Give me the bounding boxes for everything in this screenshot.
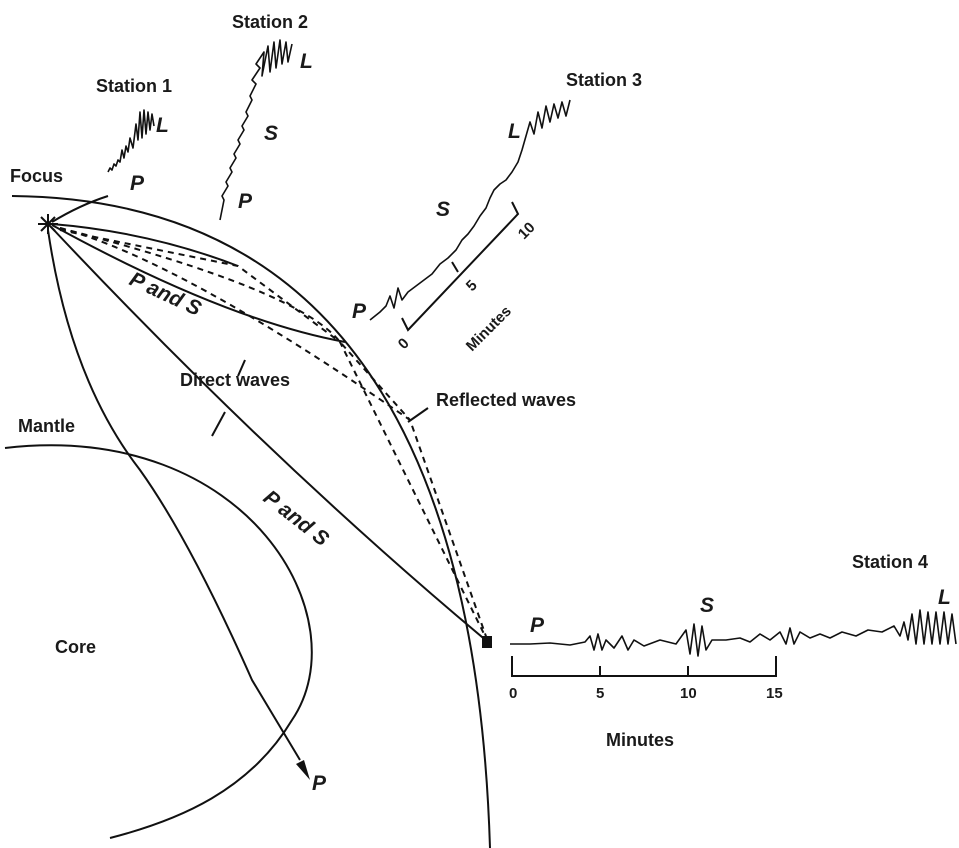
p-and-s-upper-label: P and S xyxy=(126,268,205,321)
core-ray-arrowhead xyxy=(296,760,310,780)
earth-surface xyxy=(11,195,491,848)
station4-receiver-marker xyxy=(482,636,492,648)
station4-minutes-label: Minutes xyxy=(606,730,674,750)
station3-name: Station 3 xyxy=(566,70,642,90)
station1-name: Station 1 xyxy=(96,76,172,96)
direct-waves-pointer-lower xyxy=(211,411,226,437)
station4-time-axis xyxy=(511,656,777,677)
station4-seismogram xyxy=(510,609,957,657)
station3-s-label: S xyxy=(436,198,450,221)
station1-l-label: L xyxy=(156,114,169,137)
station2-seismogram xyxy=(219,39,293,221)
station3-minutes-label: Minutes xyxy=(463,303,515,355)
reflected-ray-1 xyxy=(59,229,489,643)
direct-ray-station1 xyxy=(51,195,109,223)
station3-seismogram xyxy=(369,99,571,321)
station3-tick-10: 10 xyxy=(515,219,539,243)
mantle-label: Mantle xyxy=(18,416,75,436)
station3-tick-5: 5 xyxy=(463,277,481,295)
station3-p-label: P xyxy=(352,300,367,323)
station2-p-label: P xyxy=(238,190,253,213)
station4-tick-0: 0 xyxy=(509,685,517,702)
station4-name: Station 4 xyxy=(852,552,928,572)
station3-time-axis xyxy=(401,201,520,332)
direct-ray-station3 xyxy=(51,224,346,343)
direct-waves-pointer-upper xyxy=(237,359,246,377)
station4-p-label: P xyxy=(530,614,545,637)
direct-ray-station4 xyxy=(51,227,489,643)
core-label: Core xyxy=(55,637,96,657)
station4-s-label: S xyxy=(700,594,714,617)
direct-ray-station2 xyxy=(51,223,239,267)
reflected-ray-2 xyxy=(59,227,489,643)
focus-label: Focus xyxy=(10,166,63,186)
core-ray xyxy=(47,229,301,761)
station3-tick-0: 0 xyxy=(395,335,413,353)
reflected-waves-label: Reflected waves xyxy=(436,390,576,410)
station4-tick-10: 10 xyxy=(680,685,697,702)
station3-l-label: L xyxy=(508,120,521,143)
station4-tick-5: 5 xyxy=(596,685,604,702)
core-p-label: P xyxy=(312,772,327,795)
station4-l-label: L xyxy=(938,586,951,609)
station2-l-label: L xyxy=(300,50,313,73)
core-boundary xyxy=(4,444,313,839)
station1-seismogram xyxy=(107,109,155,173)
station1-p-label: P xyxy=(130,172,145,195)
station2-name: Station 2 xyxy=(232,12,308,32)
station4-tick-15: 15 xyxy=(766,685,783,702)
reflected-waves-pointer xyxy=(407,407,429,423)
station2-s-label: S xyxy=(264,122,278,145)
direct-waves-label: Direct waves xyxy=(180,370,290,390)
